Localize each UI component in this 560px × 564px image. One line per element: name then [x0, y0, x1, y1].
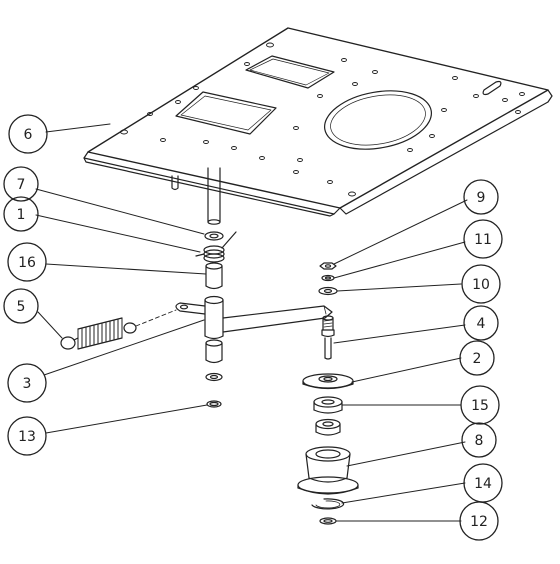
callout-circle-13 — [7, 416, 47, 456]
callout-13: 13 — [18, 429, 36, 445]
callout-circle-7 — [3, 166, 39, 202]
callout-circle-5 — [3, 288, 39, 324]
callout-7: 7 — [17, 177, 26, 193]
leader-lines — [35, 123, 468, 522]
bearing-15-lower — [315, 418, 341, 436]
callout-circle-4 — [463, 305, 499, 341]
bearing-15-upper — [313, 396, 343, 414]
lock-washer-11 — [321, 274, 335, 282]
callout-circle-9 — [463, 179, 499, 215]
pulley-body-8 — [297, 446, 359, 495]
callout-5: 5 — [17, 299, 26, 315]
callout-10: 10 — [472, 277, 490, 293]
idler-arm-3 — [175, 295, 333, 340]
callout-circles — [3, 114, 503, 541]
callout-15: 15 — [471, 398, 489, 414]
callout-1: 1 — [17, 207, 26, 223]
nut-9 — [319, 262, 337, 270]
mounting-plate — [83, 27, 553, 225]
callout-circle-6 — [8, 114, 48, 154]
callout-6: 6 — [24, 127, 33, 143]
callout-4: 4 — [477, 316, 486, 332]
callout-9: 9 — [477, 190, 486, 206]
bushing-16 — [205, 262, 223, 290]
washer-lower-left — [205, 372, 223, 382]
callout-circle-3 — [7, 363, 47, 403]
callout-2: 2 — [473, 351, 482, 367]
callout-circle-2 — [459, 340, 495, 376]
extension-spring-5 — [60, 309, 177, 350]
e-clip-13 — [206, 400, 222, 408]
torsion-spring-1 — [195, 231, 237, 263]
callout-circle-8 — [461, 422, 497, 458]
callout-circle-1 — [3, 196, 39, 232]
washer-7 — [204, 231, 224, 241]
callout-circle-11 — [463, 219, 503, 259]
callout-12: 12 — [470, 514, 488, 530]
clip-12 — [319, 517, 337, 525]
callout-8: 8 — [475, 433, 484, 449]
callout-3: 3 — [23, 376, 32, 392]
callout-11: 11 — [474, 232, 492, 248]
bushing-lower — [205, 339, 223, 364]
callout-circle-15 — [460, 385, 500, 425]
pulley-flange-2 — [302, 373, 354, 390]
callout-14: 14 — [474, 476, 492, 492]
shoulder-bolt-4 — [321, 315, 335, 360]
callout-circle-16 — [7, 242, 47, 282]
callout-16: 16 — [18, 255, 36, 271]
washer-10 — [318, 286, 338, 296]
retaining-ring-14 — [311, 498, 345, 510]
callout-circle-10 — [461, 264, 501, 304]
callout-circle-12 — [459, 501, 499, 541]
callout-labels: 6 7 1 16 5 3 13 9 11 10 4 2 15 8 14 12 — [17, 127, 492, 530]
